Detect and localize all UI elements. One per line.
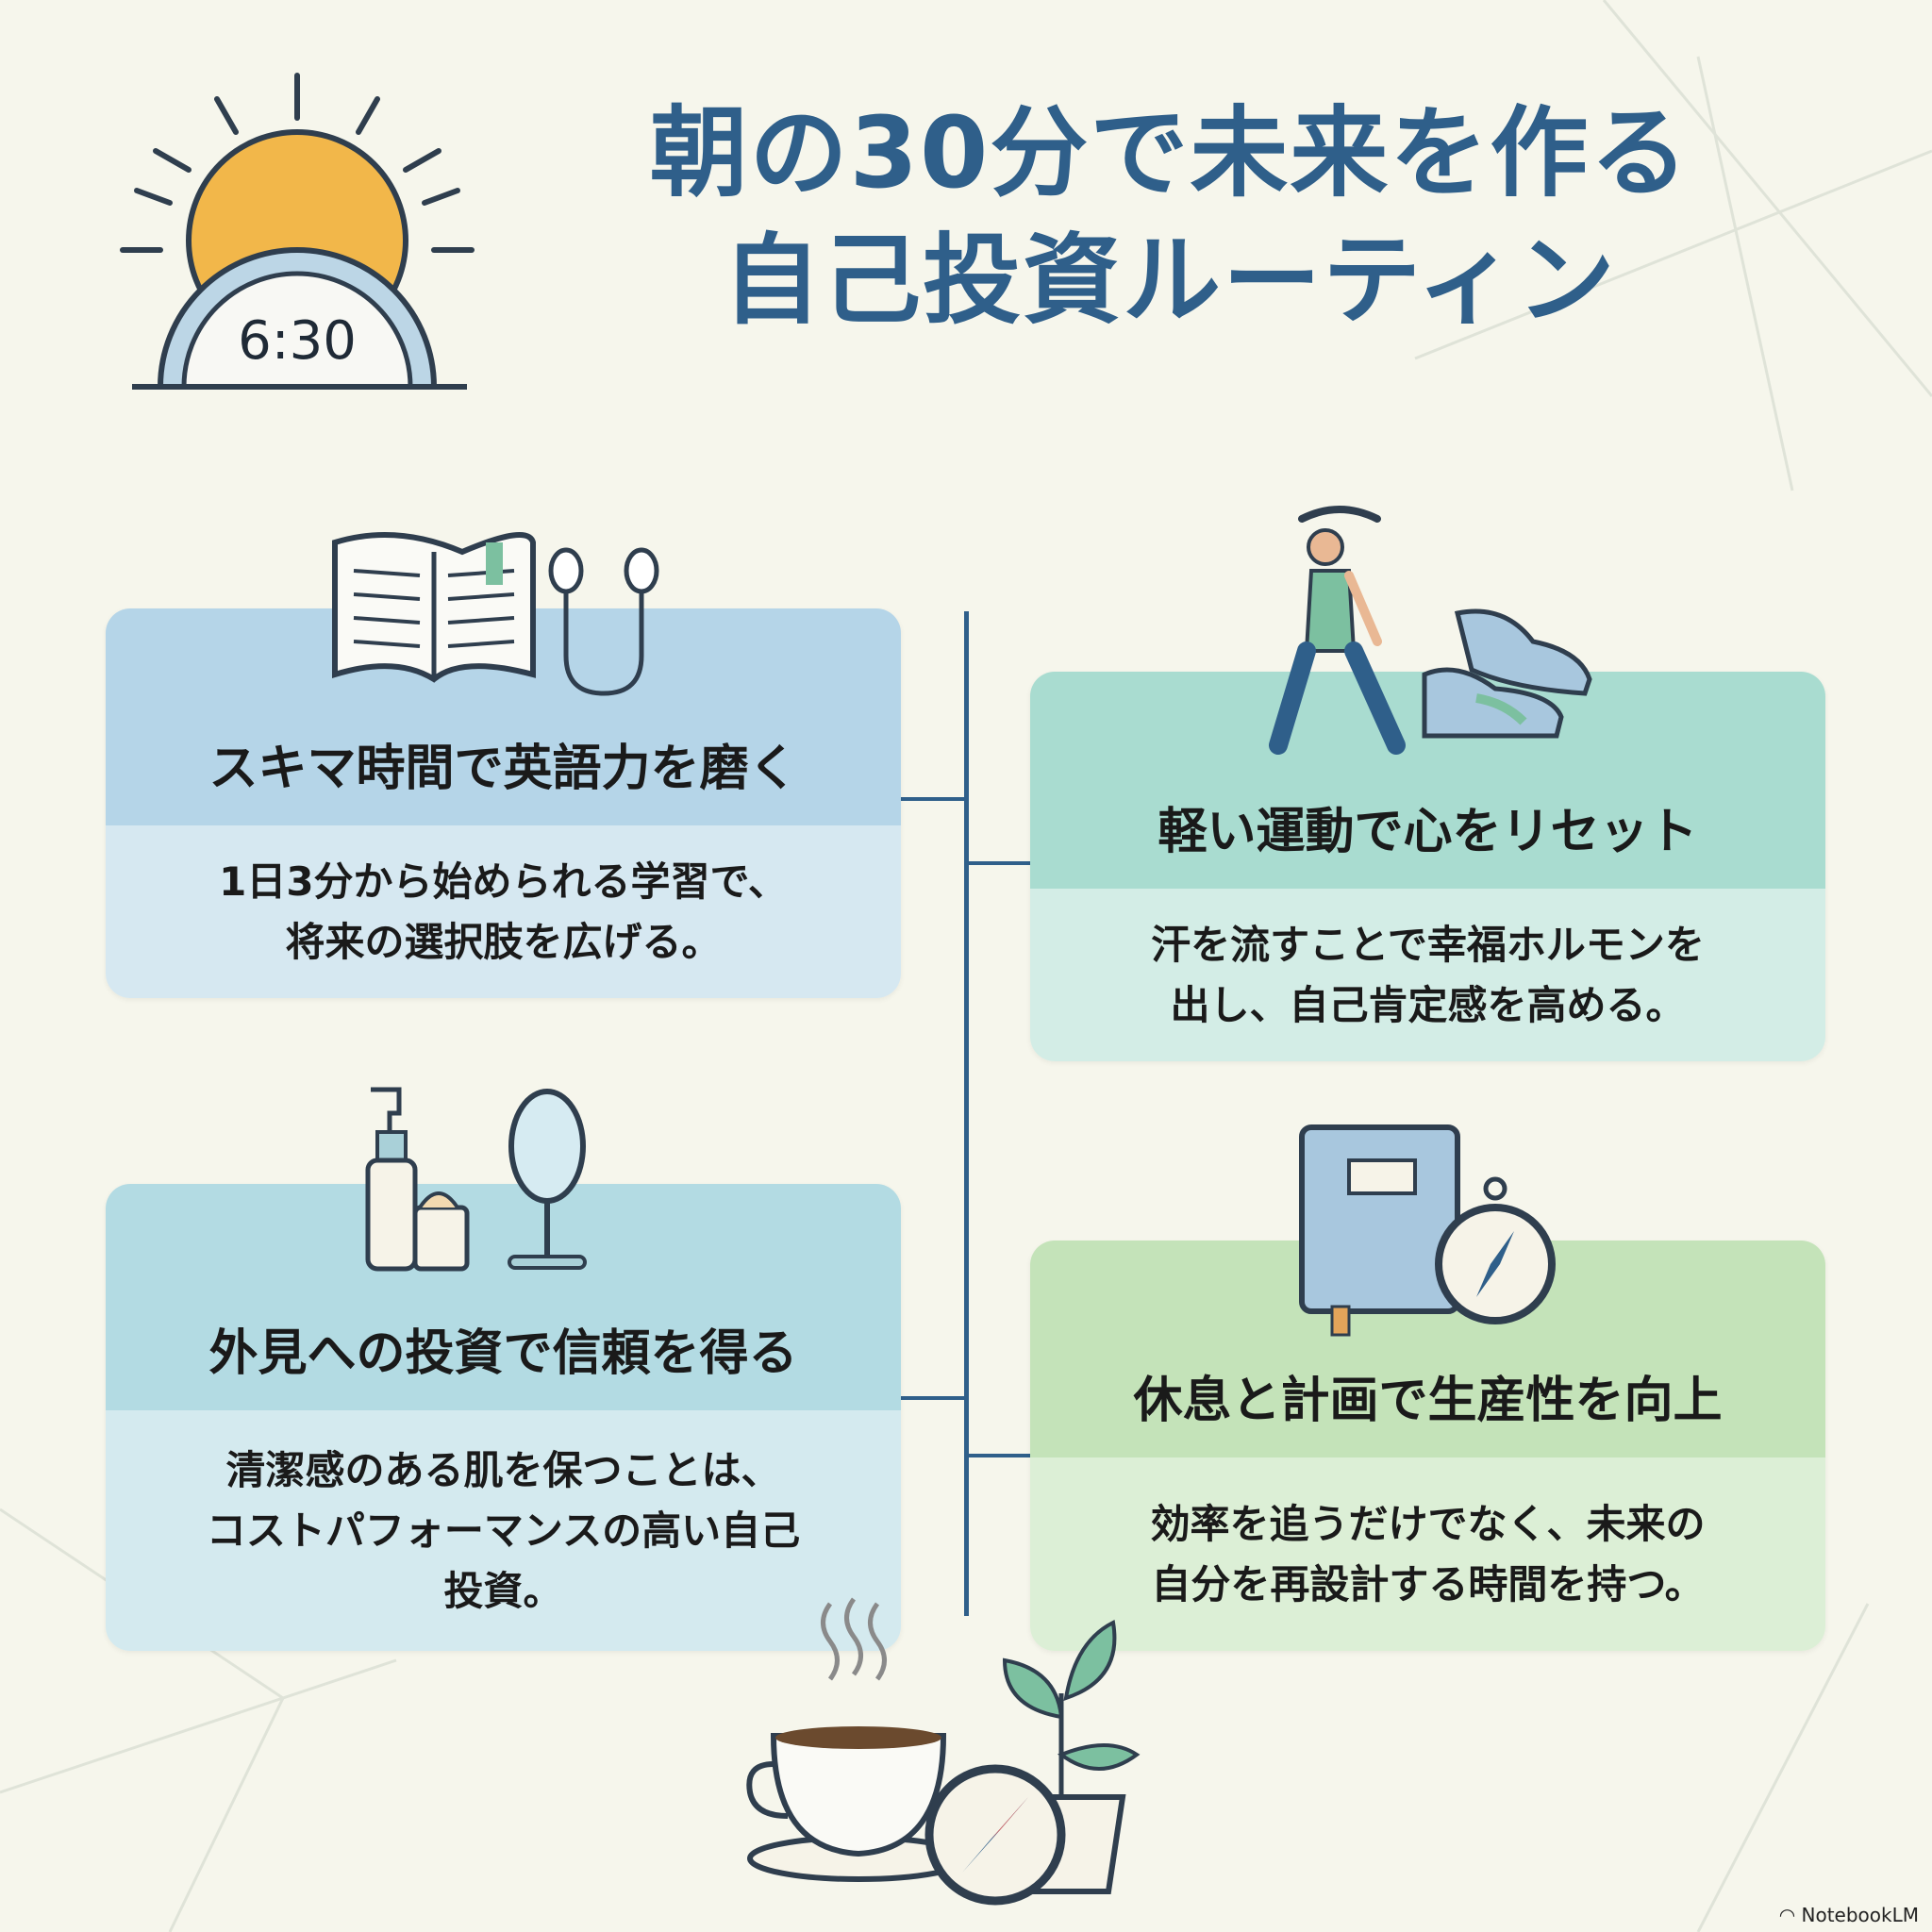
- card-body-line: 将来の選択肢を広げる。: [285, 918, 722, 965]
- card-heading: 軽い運動で心をリセット: [1158, 804, 1698, 860]
- skincare-mirror-icon: [365, 1087, 587, 1272]
- card-body-line: 自分を再設計する時間を持つ。: [1151, 1560, 1705, 1607]
- card-exercise: 軽い運動で心をリセット 汗を流すことで幸福ホルモンを 出し、自己肯定感を高める。: [1030, 672, 1825, 1061]
- page-title: 朝の30分で未来を作る 自己投資ルーティン: [500, 90, 1840, 344]
- clock-time: 6:30: [238, 310, 357, 372]
- card-heading-bg: スキマ時間で英語力を磨く: [106, 608, 901, 825]
- card-heading: 外見への投資で信頼を得る: [208, 1325, 798, 1382]
- card-rest-planning: 休息と計画で生産性を向上 効率を追うだけでなく、未来の 自分を再設計する時間を持…: [1030, 1241, 1825, 1651]
- card-body-line: 清潔感のある肌を保つことは、: [225, 1446, 781, 1493]
- book-earphones-icon: [332, 532, 659, 696]
- timeline-vertical: [964, 611, 969, 1616]
- card-body-bg: 1日3分から始められる学習で、 将来の選択肢を広げる。: [106, 825, 901, 998]
- stretching-person-icon: [1269, 506, 1406, 755]
- card-appearance: 外見への投資で信頼を得る 清潔感のある肌を保つことは、 コストパフォーマンスの高…: [106, 1184, 901, 1651]
- card-body-line: 1日3分から始められる学習で、: [219, 858, 788, 905]
- card-body-line: 出し、自己肯定感を高める。: [1170, 981, 1686, 1028]
- coffee-compass-plant-icon: [746, 1597, 1141, 1906]
- card-heading-bg: 休息と計画で生産性を向上: [1030, 1241, 1825, 1457]
- timeline-branch-2: [966, 861, 1030, 865]
- brand-text: NotebookLM: [1801, 1904, 1920, 1926]
- card-english: スキマ時間で英語力を磨く 1日3分から始められる学習で、 将来の選択肢を広げる。: [106, 608, 901, 998]
- card-body-line: 汗を流すことで幸福ホルモンを: [1151, 921, 1705, 968]
- card-body-bg: 汗を流すことで幸福ホルモンを 出し、自己肯定感を高める。: [1030, 889, 1825, 1061]
- timeline-branch-1: [901, 797, 967, 801]
- card-body-line: 投資。: [443, 1567, 563, 1614]
- card-body-line: コストパフォーマンスの高い自己: [206, 1507, 801, 1554]
- title-line-1: 朝の30分で未来を作る: [649, 95, 1690, 210]
- card-body-bg: 効率を追うだけでなく、未来の 自分を再設計する時間を持つ。: [1030, 1457, 1825, 1651]
- card-heading: スキマ時間で英語力を磨く: [208, 741, 798, 797]
- sneakers-icon: [1422, 608, 1592, 739]
- title-line-2: 自己投資ルーティン: [723, 223, 1617, 338]
- card-body-line: 効率を追うだけでなく、未来の: [1150, 1500, 1706, 1547]
- card-heading: 休息と計画で生産性を向上: [1133, 1373, 1723, 1429]
- timeline-branch-3: [901, 1396, 967, 1400]
- card-body-bg: 清潔感のある肌を保つことは、 コストパフォーマンスの高い自己 投資。: [106, 1410, 901, 1651]
- notebook-compass-icon: [1299, 1124, 1556, 1337]
- sun-clock-icon: 6:30: [120, 73, 475, 390]
- timeline-branch-4: [966, 1454, 1030, 1457]
- brand-label: ◠ NotebookLM: [1778, 1904, 1920, 1926]
- card-heading-bg: 外見への投資で信頼を得る: [106, 1184, 901, 1410]
